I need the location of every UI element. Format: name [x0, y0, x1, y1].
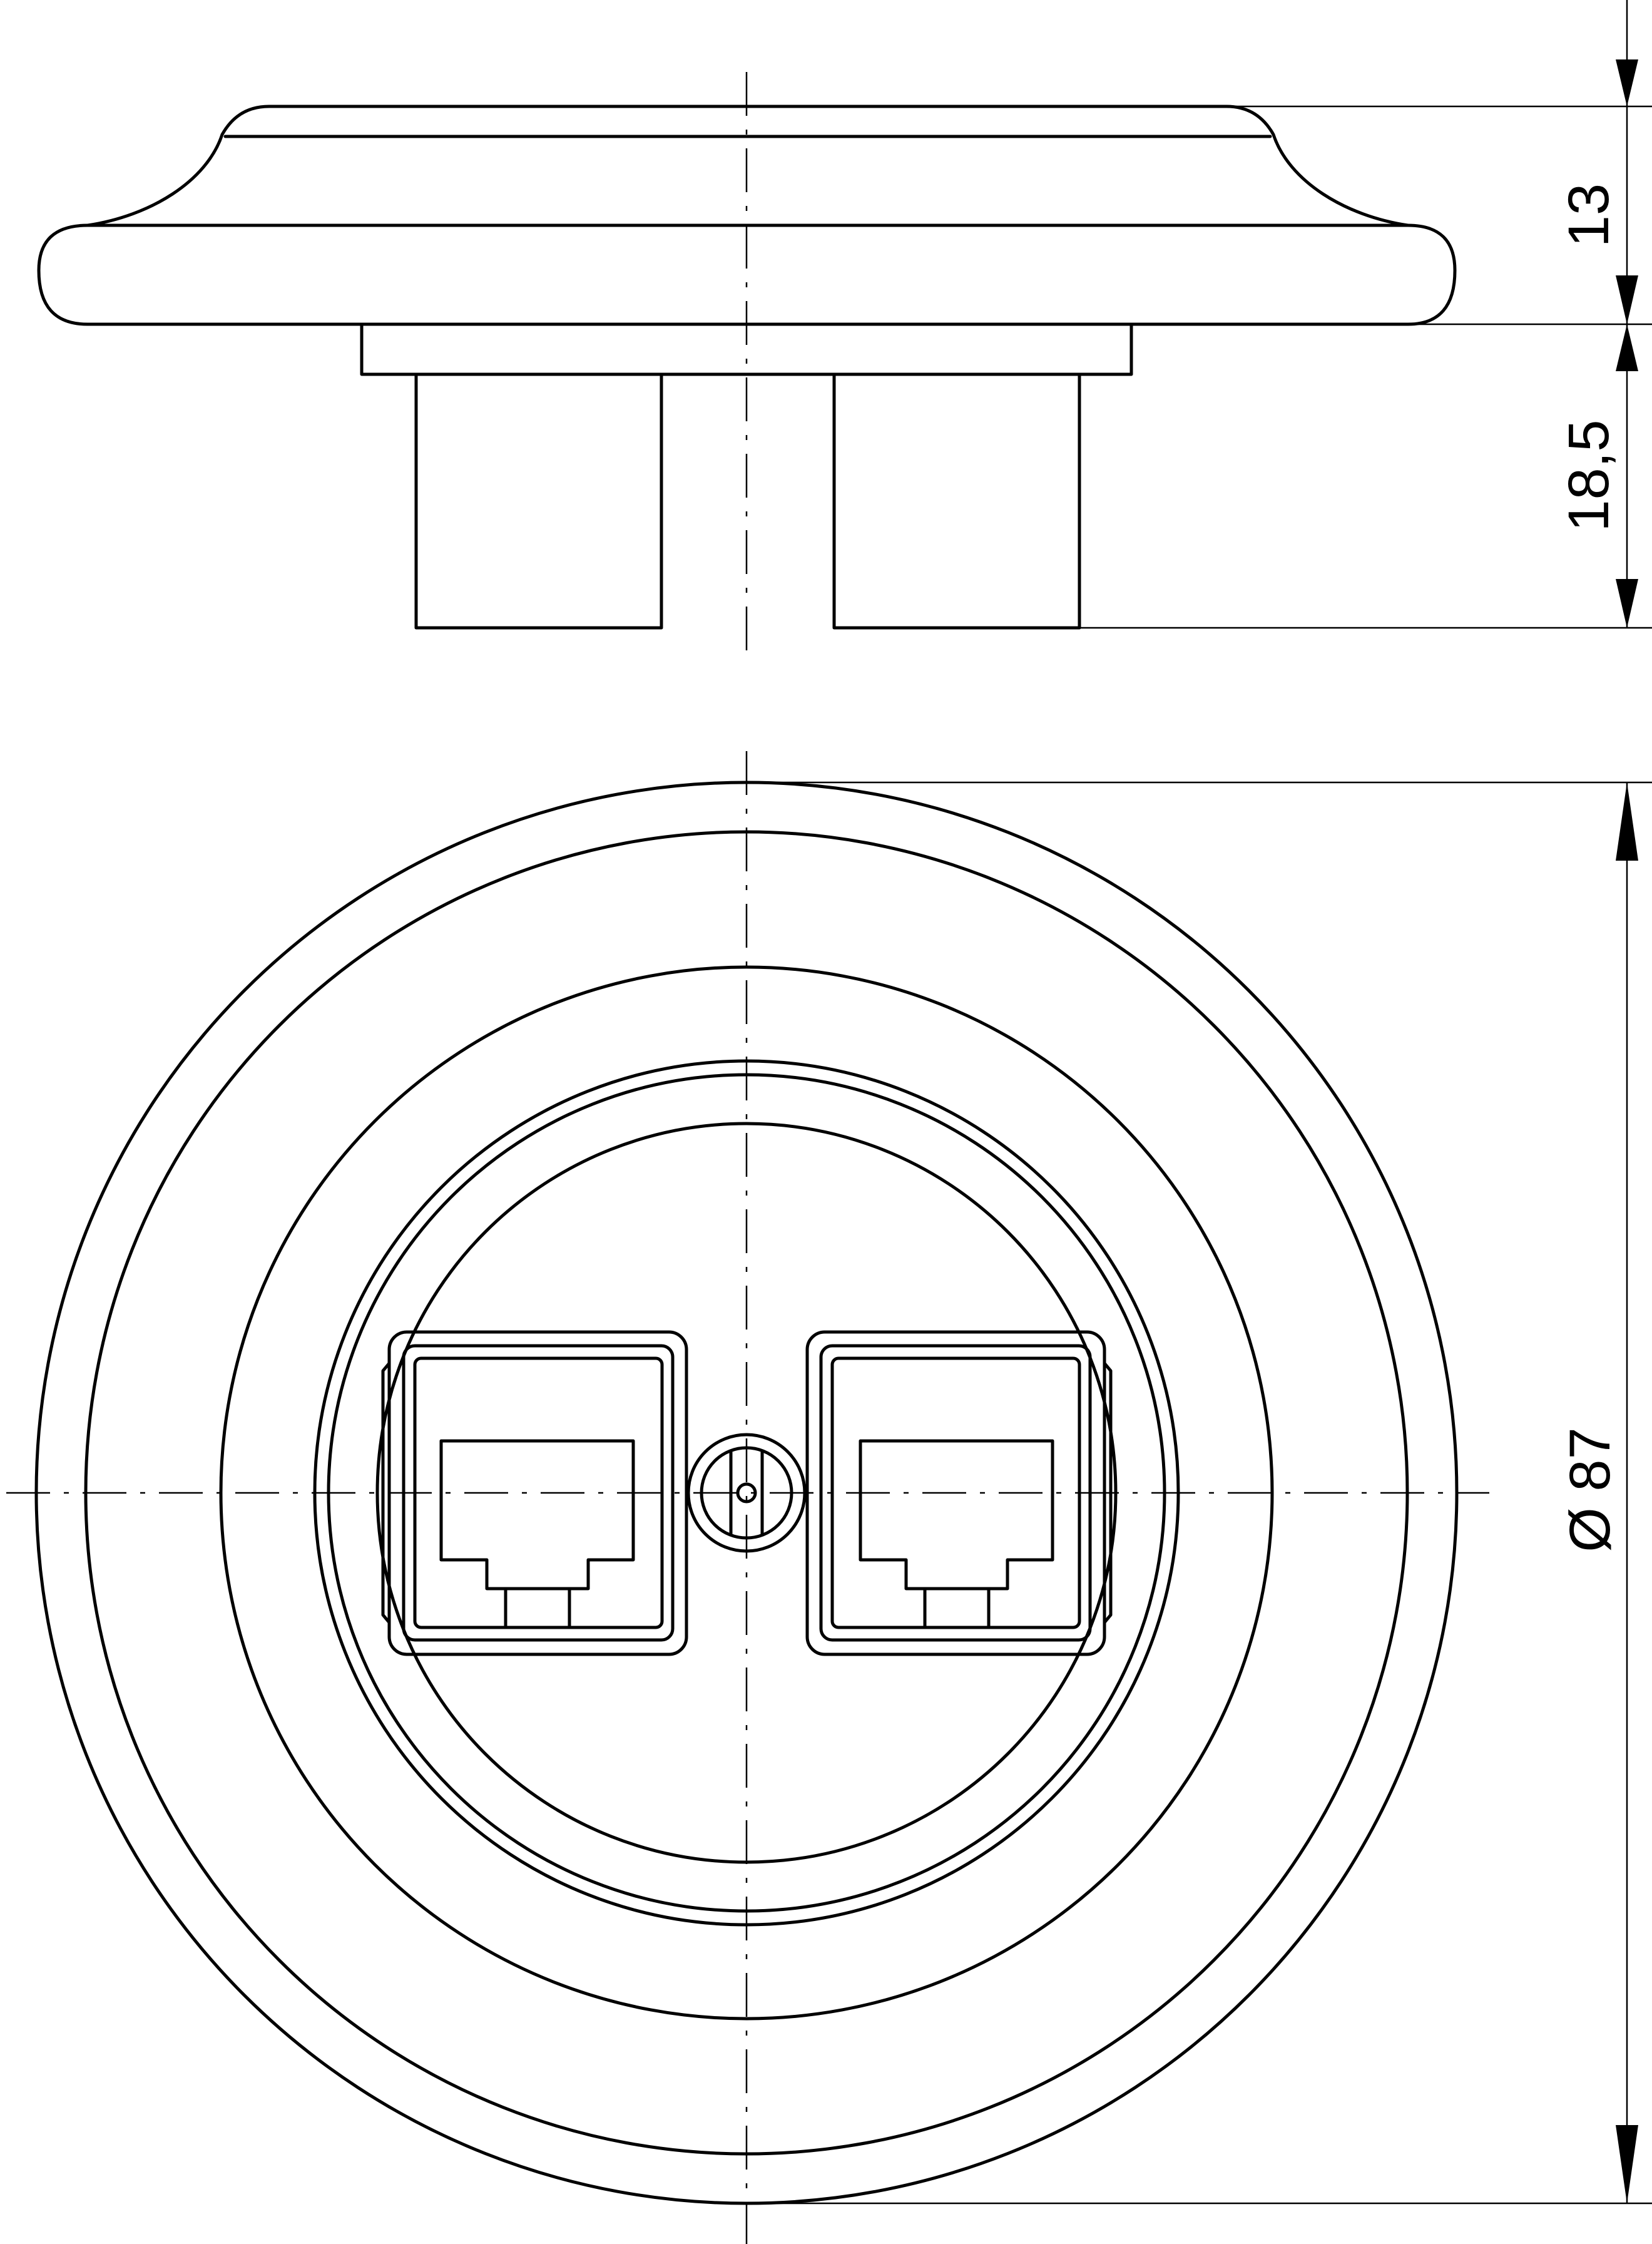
left-socket-side-tab-left — [381, 1361, 391, 1624]
dim-18-5-label: 18,5 — [1557, 419, 1621, 531]
left-rj45-socket — [381, 1330, 688, 1656]
diameter-arrow-bottom — [1616, 2125, 1638, 2203]
side-left-socket — [414, 372, 663, 630]
side-right-socket — [832, 372, 1081, 630]
dim-13-arrow-bottom — [1616, 324, 1638, 371]
left-socket-port — [439, 1439, 635, 1591]
front-view — [6, 751, 1489, 2244]
right-socket-port — [859, 1439, 1054, 1591]
diameter-dimension: Ø 87 — [747, 781, 1652, 2205]
dim-13-arrow-top — [1616, 59, 1638, 106]
dim-13-label: 13 — [1557, 183, 1621, 247]
side-view — [37, 72, 1457, 663]
side-cover-dome — [86, 105, 1410, 227]
right-socket-latch — [923, 1587, 991, 1629]
diameter-label: Ø 87 — [1558, 1427, 1622, 1552]
side-dimensions: 13 18,5 — [1079, 0, 1652, 629]
dim-18-5-arrow-top — [1616, 275, 1638, 324]
diameter-arrow-top — [1616, 782, 1638, 861]
dim-18-5-arrow-bottom — [1616, 579, 1638, 628]
left-socket-latch — [504, 1587, 571, 1629]
